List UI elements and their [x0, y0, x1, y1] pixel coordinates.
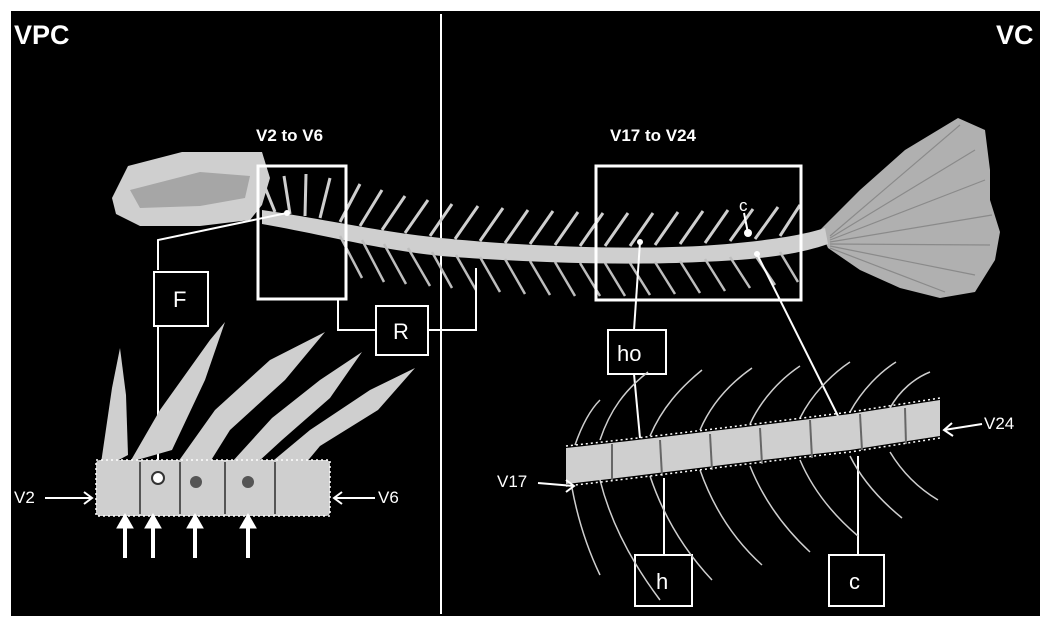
c-bottom-label-box: [828, 554, 885, 607]
anterior-closeup: [95, 322, 415, 517]
anterior-region-label: V2 to V6: [256, 126, 323, 145]
haemal-spines: [338, 235, 800, 297]
c-top-label: c: [739, 196, 748, 215]
v17-arrow: [537, 479, 576, 493]
v17-label: V17: [497, 472, 527, 491]
c-bottom-label: c: [849, 569, 860, 594]
skull-detail: [130, 172, 250, 208]
vertebral-column: [262, 210, 828, 264]
posterior-closeup: [565, 361, 941, 601]
ho-label-box: [607, 329, 667, 375]
v6-arrow: [332, 491, 375, 505]
r-label-box: [375, 305, 429, 356]
v24-arrow: [942, 422, 983, 437]
fish-skeleton: [112, 118, 1000, 298]
neural-spines: [260, 173, 802, 247]
v6-label: V6: [378, 488, 399, 507]
h-label: h: [656, 569, 668, 594]
leader-lines: [157, 212, 859, 555]
f-label-box: [153, 271, 209, 327]
h-label-box: [634, 554, 693, 607]
f-label: F: [173, 287, 186, 312]
ho-label: ho: [617, 341, 641, 366]
anterior-region-frame: [256, 164, 348, 301]
posterior-region-label: V17 to V24: [610, 126, 697, 145]
vertebra-arrows: [116, 512, 257, 558]
right-panel-title: VC: [996, 20, 1034, 50]
left-panel-title: VPC: [14, 20, 70, 50]
v2-label: V2: [14, 488, 35, 507]
v2-arrow: [45, 491, 94, 505]
posterior-region-frame: [594, 164, 803, 302]
v24-label: V24: [984, 414, 1014, 433]
caudal-fin-rays: [829, 124, 993, 293]
r-label: R: [393, 319, 409, 344]
